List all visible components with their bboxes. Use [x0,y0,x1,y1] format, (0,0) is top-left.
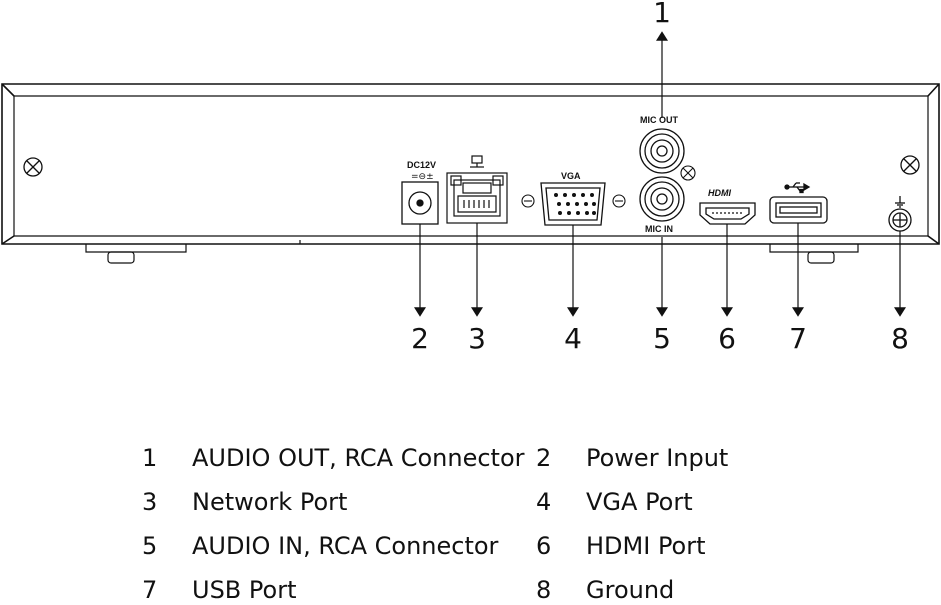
screw-icon [680,165,696,181]
legend-text: Network Port [192,488,348,516]
callout-number-6: 6 [718,322,736,355]
rear-panel-diagram: DC12V =⊖± VGA MIC OUT [1,0,940,355]
callout-leaders [414,31,906,317]
legend-text: AUDIO IN, RCA Connector [192,532,499,560]
dc-label: DC12V [407,160,436,170]
callout-number-2: 2 [411,322,429,355]
hdmi-label: HDMI [708,188,731,198]
screw-icon [521,194,535,208]
screw-icon [23,157,43,177]
vga-label: VGA [561,171,581,181]
dc-polarity-icon: =⊖± [411,172,434,182]
legend-text: USB Port [192,576,297,604]
callout-number-8: 8 [891,322,909,355]
vga-port: VGA [540,171,606,226]
legend: 1 AUDIO OUT, RCA Connector 2 Power Input… [0,440,941,604]
legend-number: 8 [536,576,552,604]
device-feet [85,240,859,264]
mic-in-label: MIC IN [645,224,673,234]
callout-number-7: 7 [789,322,807,355]
legend-number: 1 [142,444,158,472]
usb-icon [784,182,811,194]
legend-number: 5 [142,532,158,560]
legend-number: 7 [142,576,158,604]
device-chassis [1,83,940,245]
screw-icon [612,194,626,208]
network-icon [470,155,484,168]
callout-number-3: 3 [468,322,486,355]
network-port [446,155,508,224]
callout-number-1: 1 [653,0,671,29]
legend-text: HDMI Port [586,532,706,560]
mic-out-label: MIC OUT [640,115,678,125]
legend-text: Ground [586,576,675,604]
mic-out-rca-port: MIC OUT [639,115,685,174]
callout-number-5: 5 [653,322,671,355]
power-input-port: DC12V =⊖± [401,160,439,225]
legend-number: 3 [142,488,158,516]
legend-number: 2 [536,444,552,472]
legend-text: VGA Port [586,488,693,516]
usb-port [769,182,828,224]
mic-in-rca-port: MIC IN [639,176,685,234]
legend-number: 4 [536,488,552,516]
legend-text: Power Input [586,444,729,472]
ground-icon [895,196,905,208]
callout-number-4: 4 [564,322,582,355]
screw-icon [900,155,920,175]
legend-text: AUDIO OUT, RCA Connector [192,444,525,472]
legend-number: 6 [536,532,552,560]
ground-terminal [888,196,912,232]
hdmi-port: HDMI [699,188,756,225]
